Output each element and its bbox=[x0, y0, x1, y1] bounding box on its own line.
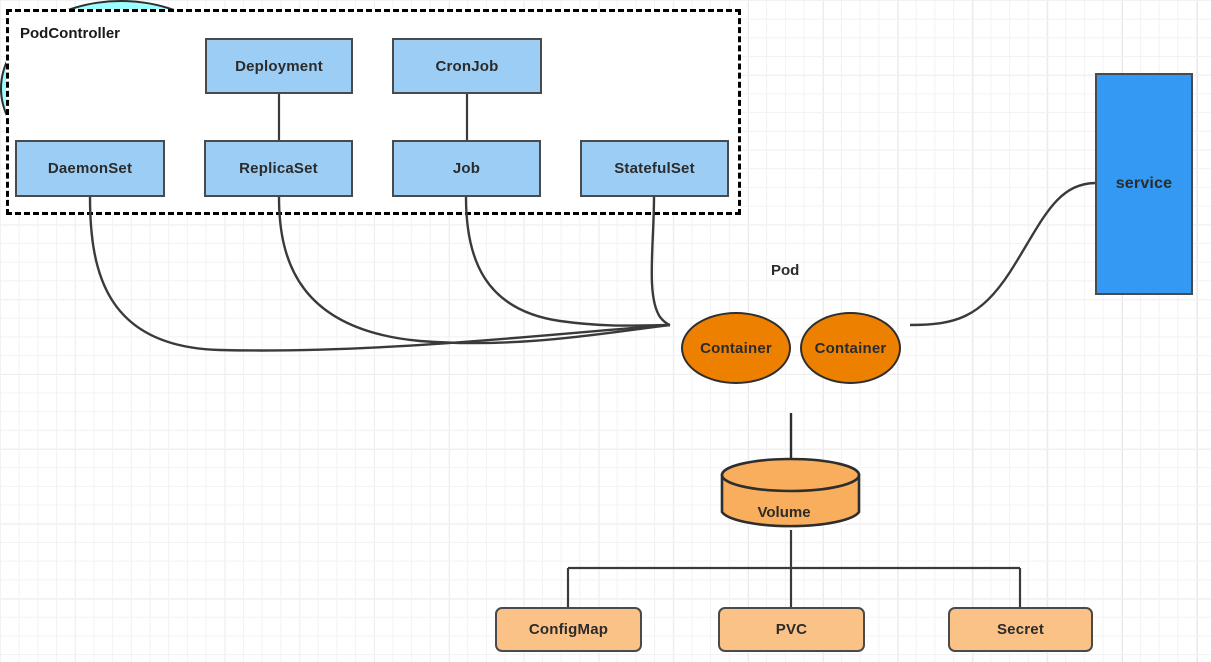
node-container-1-label: Container bbox=[700, 339, 772, 357]
node-service-label: service bbox=[1115, 175, 1173, 192]
node-volume-label: Volume bbox=[757, 504, 811, 521]
node-daemonset-label: DaemonSet bbox=[47, 160, 133, 177]
node-daemonset[interactable]: DaemonSet bbox=[15, 140, 165, 197]
node-container-1[interactable]: Container bbox=[681, 312, 791, 384]
node-deployment-label: Deployment bbox=[235, 57, 323, 75]
node-secret[interactable]: Secret bbox=[948, 607, 1093, 652]
edge-pod-service bbox=[909, 181, 1096, 327]
cylinder-shape bbox=[720, 457, 861, 528]
node-job-label: Job bbox=[452, 160, 481, 177]
node-container-2[interactable]: Container bbox=[800, 312, 901, 384]
node-service[interactable]: service bbox=[1095, 73, 1193, 295]
node-replicaset-label: ReplicaSet bbox=[239, 160, 318, 177]
podcontroller-group-label: PodController bbox=[20, 25, 120, 42]
node-pvc[interactable]: PVC bbox=[718, 607, 865, 652]
node-deployment[interactable]: Deployment bbox=[205, 38, 353, 94]
edge-job-pod bbox=[464, 196, 671, 327]
node-pvc-label: PVC bbox=[775, 621, 808, 638]
node-job[interactable]: Job bbox=[392, 140, 541, 197]
node-secret-label: Secret bbox=[996, 621, 1045, 638]
edge-replicaset-pod bbox=[277, 196, 671, 345]
node-cronjob[interactable]: CronJob bbox=[392, 38, 542, 94]
node-container-2-label: Container bbox=[814, 339, 887, 357]
edge-daemonset-pod bbox=[88, 196, 671, 352]
node-configmap[interactable]: ConfigMap bbox=[495, 607, 642, 652]
node-replicaset[interactable]: ReplicaSet bbox=[204, 140, 353, 197]
node-configmap-label: ConfigMap bbox=[528, 621, 609, 638]
node-pod-label: Pod bbox=[771, 262, 800, 279]
node-statefulset[interactable]: StatefulSet bbox=[580, 140, 729, 197]
node-statefulset-label: StatefulSet bbox=[614, 160, 695, 177]
node-volume[interactable] bbox=[720, 457, 861, 535]
node-cronjob-label: CronJob bbox=[435, 57, 499, 75]
edge-statefulset-pod bbox=[650, 196, 671, 327]
